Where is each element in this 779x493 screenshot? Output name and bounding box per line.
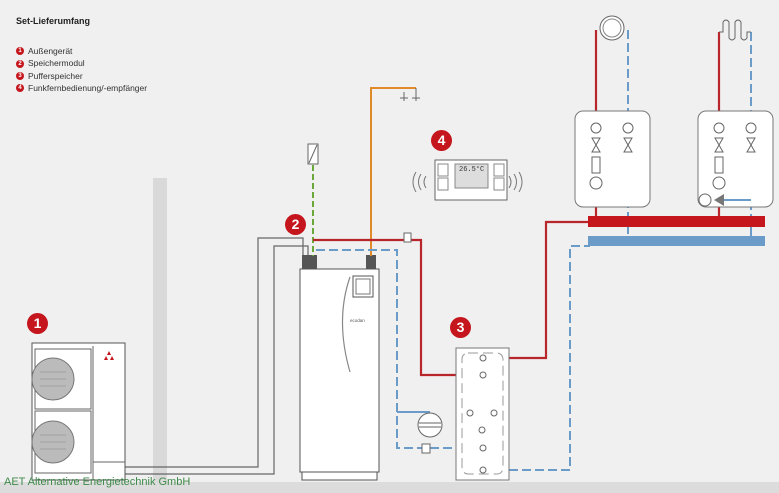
thermometer-icon <box>745 122 757 134</box>
radiator-icon <box>599 15 625 41</box>
valve-icon <box>421 443 431 454</box>
mitsubishi-logo-icon <box>104 351 114 360</box>
thermometer-icon <box>590 122 602 134</box>
ball-valve-icon <box>591 137 601 153</box>
return-manifold <box>588 236 765 246</box>
module-brand-label: ecodan <box>350 318 365 323</box>
expansion-vessel-icon <box>417 412 443 438</box>
buffer-tank <box>455 347 510 481</box>
watermark: AET Alternative Energietechnik GmbH <box>4 476 191 488</box>
badge-controller: 4 <box>431 130 452 151</box>
pump-icon <box>589 176 603 190</box>
mixer-motor-icon <box>698 193 712 207</box>
ball-valve-icon <box>746 137 756 153</box>
ball-valve-icon <box>623 137 633 153</box>
badge-storage-module: 2 <box>285 214 306 235</box>
underfloor-heating-icon <box>719 19 751 41</box>
ball-valve-icon <box>714 137 724 153</box>
floor <box>0 482 779 493</box>
check-valve-icon <box>714 156 724 174</box>
power-terminal-icon <box>400 88 420 101</box>
badge-buffer-tank: 3 <box>450 317 471 338</box>
power-cable <box>370 87 416 256</box>
flow-manifold <box>588 216 765 227</box>
wall <box>153 178 167 482</box>
wireless-controller <box>412 159 523 201</box>
vent-icon <box>403 232 412 243</box>
refrigerant-lines <box>125 237 309 475</box>
signal-waves-icon <box>508 171 523 193</box>
badge-outdoor-unit: 1 <box>27 313 48 334</box>
check-valve-icon <box>591 156 601 174</box>
pump-icon <box>712 176 726 190</box>
diagram-title: Set-Lieferumfang <box>16 16 91 26</box>
storage-module <box>299 255 380 481</box>
controller-display: 26.5°C <box>459 166 485 174</box>
return-pipes <box>316 30 752 471</box>
pump-group-direct <box>574 110 651 208</box>
outdoor-unit <box>31 342 126 481</box>
mixing-valve-icon <box>714 194 724 206</box>
pump-group-mixed <box>697 110 774 208</box>
thermometer-icon <box>713 122 725 134</box>
signal-waves-icon <box>412 171 427 193</box>
thermometer-icon <box>622 122 634 134</box>
